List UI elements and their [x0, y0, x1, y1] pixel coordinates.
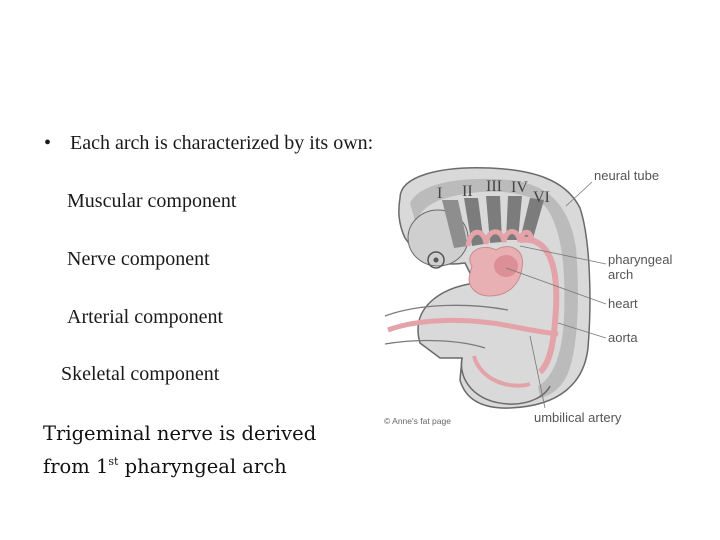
arch-bar-4 [506, 196, 522, 240]
arch-numeral-6: VI [533, 189, 550, 206]
lower-body [460, 357, 551, 405]
label-pharyngeal-arch-line1: pharyngeal [608, 252, 672, 267]
arch-numeral-1: I [437, 185, 442, 202]
component-skeletal: Skeletal component [61, 363, 220, 385]
umbilical-artery-vessel [387, 317, 559, 337]
heart-chamber [494, 255, 518, 277]
component-muscular: Muscular component [67, 190, 237, 212]
dorsal-aorta [519, 236, 560, 375]
umbilical-stalk-upper [384, 304, 509, 317]
label-aorta: aorta [608, 330, 638, 345]
leader-heart [505, 267, 607, 305]
component-arterial: Arterial component [67, 306, 224, 328]
aortic-arches [465, 229, 535, 247]
label-pharyngeal-arch-line2: arch [608, 267, 633, 282]
arch-numeral-2: II [462, 183, 473, 200]
bullet-heading-text: Each arch is characterized by its own: [70, 132, 374, 154]
arch-numeral-4: IV [511, 179, 528, 196]
leader-umbilical-artery [529, 335, 546, 409]
bullet-marker: • [44, 132, 52, 154]
eye-inner [433, 257, 439, 263]
bullet-heading: • Each arch is characterized by its own: [44, 132, 373, 155]
label-neural-tube: neural tube [594, 168, 659, 183]
leader-pharyngeal-arch [519, 245, 607, 265]
arch-numeral-3: III [486, 178, 502, 195]
note-line2-prefix: from 1 [43, 455, 109, 478]
embryo-diagram: I II III IV VI neural tube pharyngeal ar… [384, 167, 672, 426]
note-line2-superscript: st [108, 455, 119, 468]
trigeminal-note: Trigeminal nerve is derived from 1st pha… [43, 420, 316, 481]
label-umbilical-artery: umbilical artery [534, 410, 622, 425]
leader-neural-tube [565, 181, 593, 207]
caudal-vessel [472, 355, 531, 388]
embryo-figure: I II III IV VI neural tube pharyngeal ar… [380, 158, 690, 430]
arch-bar-1 [442, 200, 468, 248]
umbilical-stalk-lower [384, 339, 486, 349]
trigeminal-note-line2: from 1st pharyngeal arch [43, 448, 316, 481]
neural-tube-band [410, 178, 578, 398]
figure-credit: © Anne's fat page [384, 416, 451, 426]
trigeminal-note-line1: Trigeminal nerve is derived [43, 422, 317, 445]
note-line2-suffix: pharyngeal arch [118, 455, 287, 478]
component-nerve: Nerve component [67, 248, 210, 270]
label-heart: heart [608, 296, 638, 311]
leader-aorta [557, 322, 607, 339]
eye-outer [427, 251, 445, 269]
